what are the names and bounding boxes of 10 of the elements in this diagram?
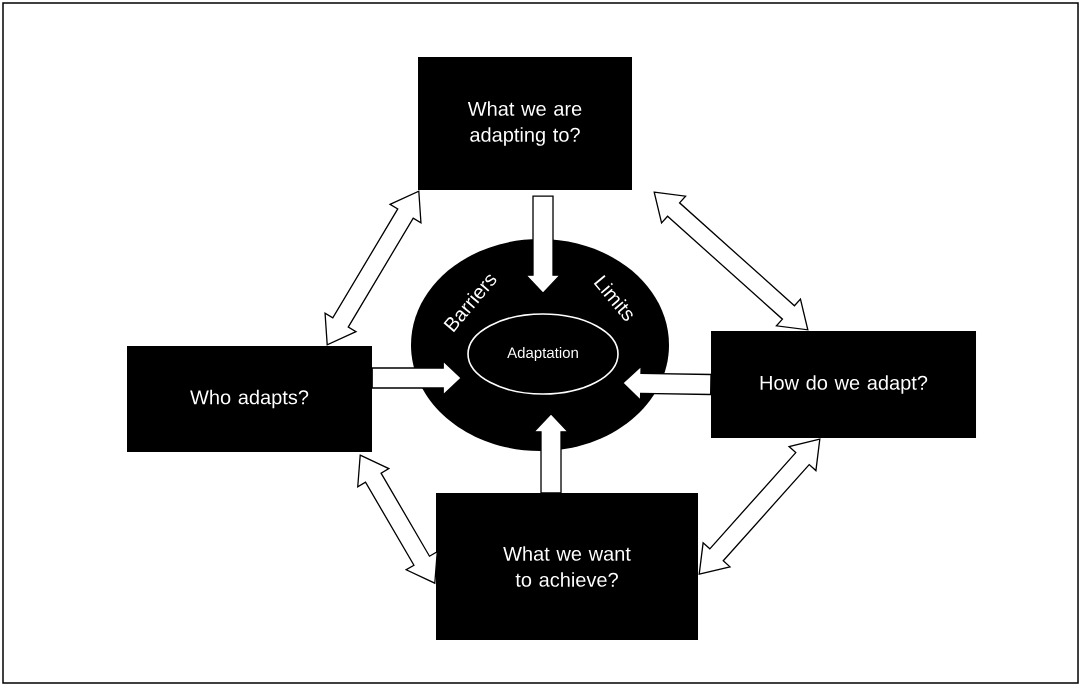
question-box: How do we adapt? [711,331,976,438]
block-arrow [532,412,570,494]
block-arrow [371,359,463,397]
double-block-arrow [357,454,438,585]
question-box: What we are adapting to? [418,57,632,190]
question-box: Who adapts? [127,346,372,452]
double-block-arrow [653,191,809,331]
block-arrow [524,195,562,295]
double-block-arrow [324,190,422,346]
question-box: What we want to achieve? [436,493,698,640]
